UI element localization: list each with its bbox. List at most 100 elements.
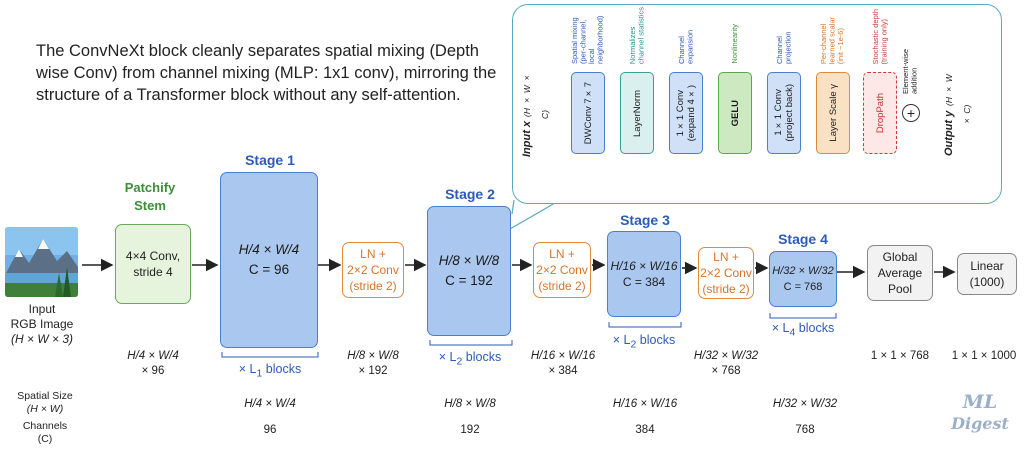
pool-line1: Global [882, 250, 918, 264]
stage-3-blocks: × L2 blocks [603, 333, 685, 351]
downsample-1-shape: H/8 × W/8 × 192 [330, 349, 416, 379]
droppath-box: DropPath [863, 72, 897, 154]
input-title: Input [28, 302, 56, 316]
stage-3-blocks-sub: 2 [630, 339, 637, 351]
downsample-3-line2: 2×2 Conv [700, 266, 752, 280]
patchify-shape-line2: × 96 [141, 365, 165, 377]
stage-4-line2: C = 768 [783, 281, 823, 293]
stage-3-box: H/16 × W/16 C = 384 [607, 231, 681, 317]
channels-stage-1: 96 [263, 424, 277, 436]
gelu-label: GELU [729, 99, 741, 127]
layer-scale-annotation-text: Per-channel learned scalar (init ~1e-6) [819, 16, 846, 64]
downsample-1-box: LN + 2×2 Conv (stride 2) [342, 242, 404, 298]
downsample-2-box: LN + 2×2 Conv (stride 2) [533, 242, 591, 298]
layernorm-annotation-text: Normalizes channel statistics [627, 6, 646, 64]
downsample-2-shape: H/16 × W/16 × 384 [518, 349, 608, 379]
input-dims: (H × W × 3) [10, 332, 73, 346]
downsample-3-line3: (stride 2) [702, 282, 750, 296]
add-annotation: Element-wise addition [895, 22, 925, 94]
layer-scale-box: Layer Scale γ [816, 72, 850, 154]
dwconv-label: DWConv 7×7 [582, 81, 594, 145]
conv-expand-label: 1×1 Conv (expand 4×) [675, 84, 697, 142]
linear-box: Linear (1000) [957, 253, 1017, 295]
layernorm-label: LayerNorm [631, 89, 643, 137]
conv-project-label: 1×1 Conv (project back) [773, 84, 795, 142]
block-input-label: Input x (H × W × C) [518, 70, 554, 160]
stage-4-blocks-sub: 4 [789, 327, 796, 339]
pool-line3: Pool [887, 282, 913, 296]
stage-2-title: Stage 2 [445, 186, 495, 202]
gelu-box: GELU [718, 72, 752, 154]
dwconv-box: DWConv 7×7 [571, 72, 605, 154]
downsample-2-shape-line2: × 384 [548, 365, 578, 377]
downsample-1-line2: 2×2 Conv [347, 263, 399, 277]
conv-project-annotation-text: Channel projection [774, 31, 793, 64]
spatial-size-stage-4: H/32 × W/32 [772, 398, 838, 410]
stage-2-blocks: × L2 blocks [425, 350, 515, 368]
gelu-annotation: Nonlinearity [720, 6, 750, 64]
stage-3-blocks-post: blocks [636, 333, 676, 347]
block-input-title: Input x [521, 121, 533, 158]
stage-1-blocks-post: blocks [262, 362, 302, 376]
spatial-sub: (H × W) [26, 403, 64, 415]
stage-3-blocks-pre: × L [612, 333, 631, 347]
input-image-thumbnail [5, 227, 78, 297]
spatial-size-stage-1: H/4 × W/4 [244, 398, 296, 410]
stage-2-line1: H/8 × W/8 [438, 253, 500, 268]
conv-expand-annotation-text: Channel expansion [676, 29, 695, 64]
patchify-title-line1: Patchify [124, 180, 176, 195]
dwconv-annotation-text: Spatial mixing (per-channel, local neigh… [570, 15, 605, 64]
ml-digest-logo: ML Digest [940, 392, 1020, 442]
downsample-1-line1: LN + [360, 247, 386, 261]
patchify-stem-box: 4×4 Conv, stride 4 [115, 224, 191, 304]
dwconv-annotation: Spatial mixing (per-channel, local neigh… [570, 6, 605, 64]
patchify-line2: stride 4 [133, 265, 173, 279]
patchify-title-line2: Stem [134, 198, 166, 213]
stage-4-line1: H/32 × W/32 [772, 265, 834, 277]
stage-3-line2: C = 384 [622, 275, 666, 289]
diagram-caption: The ConvNeXt block cleanly separates spa… [36, 42, 497, 104]
pool-shape: 1 × 1 × 768 [870, 350, 930, 362]
downsample-2-shape-line1: H/16 × W/16 [530, 350, 596, 362]
stage-4-blocks: × L4 blocks [764, 321, 842, 339]
block-output-title: Output y [943, 110, 955, 156]
droppath-label: DropPath [874, 92, 886, 134]
layernorm-box: LayerNorm [620, 72, 654, 154]
add-annotation-text: Element-wise addition [900, 48, 919, 94]
downsample-2-line3: (stride 2) [538, 279, 586, 293]
conv-project-box: 1×1 Conv (project back) [767, 72, 801, 154]
stage-4-blocks-post: blocks [795, 321, 835, 335]
add-circle-icon: + [902, 104, 920, 122]
stage-1-line2: C = 96 [248, 262, 290, 277]
block-output-label: Output y (H × W × C) [940, 70, 976, 160]
channels-row-label: Channels (C) [5, 420, 85, 446]
linear-line2: (1000) [969, 275, 1005, 289]
stage-2-box: H/8 × W/8 C = 192 [427, 206, 511, 336]
downsample-1-line3: (stride 2) [349, 279, 397, 293]
spatial-size-stage-3: H/16 × W/16 [612, 398, 678, 410]
downsample-3-shape: H/32 × W/32 × 768 [680, 349, 772, 379]
input-label: Input RGB Image (H × W × 3) [2, 302, 82, 347]
linear-line1: Linear [970, 259, 1004, 273]
patchify-title: Patchify Stem [110, 179, 190, 215]
channels-label: Channels [22, 420, 68, 432]
downsample-3-box: LN + 2×2 Conv (stride 2) [698, 247, 754, 299]
downsample-2-line2: 2×2 Conv [536, 263, 588, 277]
stage-2-line2: C = 192 [445, 273, 493, 288]
layer-scale-label: Layer Scale γ [827, 84, 839, 142]
logo-line2: Digest [951, 414, 1009, 433]
stage-1-box: H/4 × W/4 C = 96 [220, 172, 318, 348]
downsample-3-shape-line1: H/32 × W/32 [693, 350, 759, 362]
add-symbol: + [906, 105, 916, 121]
channels-stage-4: 768 [795, 424, 815, 436]
stage-1-title: Stage 1 [245, 152, 295, 168]
channels-stage-3: 384 [635, 424, 655, 436]
spatial-size-stage-2: H/8 × W/8 [444, 398, 496, 410]
downsample-1-shape-line2: × 192 [358, 365, 388, 377]
downsample-2-line1: LN + [549, 247, 575, 261]
channels-stage-2: 192 [460, 424, 480, 436]
stage-1-blocks: × L1 blocks [222, 362, 318, 380]
stage-4-blocks-pre: × L [771, 321, 790, 335]
input-subtitle: RGB Image [10, 317, 74, 331]
patchify-shape-line1: H/4 × W/4 [127, 350, 179, 362]
